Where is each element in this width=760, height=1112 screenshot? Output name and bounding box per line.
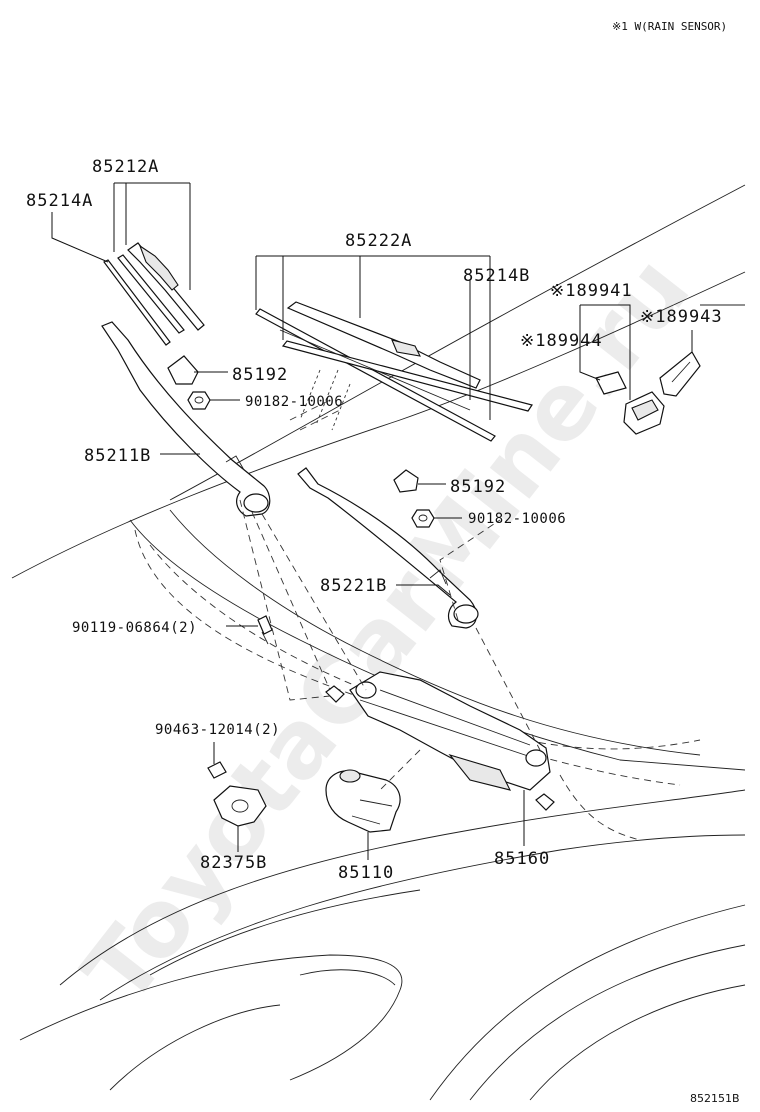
nut-90182-left bbox=[187, 391, 211, 410]
label-90119: 90119-06864(2) bbox=[72, 620, 197, 636]
wiper-linkage-85160 bbox=[325, 671, 555, 811]
header-note: ※1 W(RAIN SENSOR) bbox=[612, 20, 727, 33]
wiper-motor-85110 bbox=[325, 769, 401, 833]
label-85214A: 85214A bbox=[26, 191, 93, 211]
label-89943: ※189943 bbox=[640, 307, 723, 327]
label-85192-left: 85192 bbox=[232, 365, 288, 385]
label-85211B: 85211B bbox=[84, 446, 151, 466]
label-85214B: 85214B bbox=[463, 266, 530, 286]
nut-90182-right bbox=[411, 509, 435, 528]
wiper-blade-left bbox=[103, 242, 205, 346]
label-90463: 90463-12014(2) bbox=[155, 722, 280, 738]
diagram-code: 852151B bbox=[690, 1092, 740, 1105]
wiper-arm-right bbox=[297, 467, 479, 629]
label-82375B: 82375B bbox=[200, 853, 267, 873]
label-85222A: 85222A bbox=[345, 231, 412, 251]
cap-85192-left bbox=[167, 355, 199, 385]
rain-sensor-parts bbox=[595, 351, 701, 435]
bolt-90119 bbox=[257, 615, 273, 645]
grommet-82375B bbox=[213, 785, 267, 827]
label-85160: 85160 bbox=[494, 849, 550, 869]
label-85110: 85110 bbox=[338, 863, 394, 883]
label-90182-right: 90182-10006 bbox=[468, 511, 566, 527]
part-labels: 85212A 85214A 85222A 85214B ※189941 ※189… bbox=[26, 157, 723, 883]
assembly-guides bbox=[239, 369, 541, 791]
label-85221B: 85221B bbox=[320, 576, 387, 596]
label-85192-right: 85192 bbox=[450, 477, 506, 497]
wiper-arm-left bbox=[101, 321, 271, 517]
cap-85192-right bbox=[393, 469, 419, 493]
label-85212A: 85212A bbox=[92, 157, 159, 177]
clip-90463 bbox=[207, 761, 227, 779]
label-89941: ※189941 bbox=[550, 281, 633, 301]
leader-lines bbox=[51, 182, 693, 860]
label-90182-left: 90182-10006 bbox=[245, 394, 343, 410]
label-89944: ※189944 bbox=[520, 331, 603, 351]
